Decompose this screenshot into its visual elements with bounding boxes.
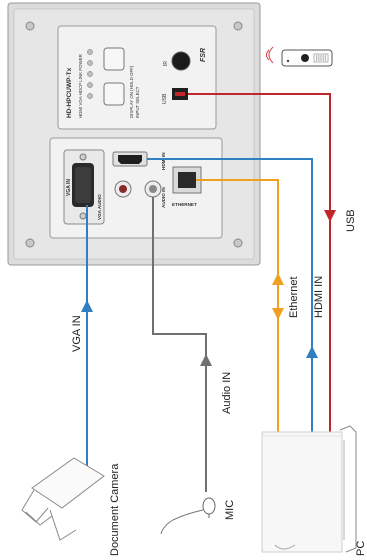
mic-label: MIC: [224, 500, 236, 520]
hdmi-in-port-label: HDMI IN: [161, 152, 166, 170]
hdmi-connector: [112, 151, 148, 167]
audio-in-port-label: AUDIO IN: [161, 187, 166, 208]
input-select-button[interactable]: [103, 82, 125, 106]
hdmi-cable: [147, 158, 313, 432]
vga-in-port-label: VGA IN: [66, 179, 72, 196]
ethernet-label: Ethernet: [288, 276, 300, 318]
audio-arrow: [200, 354, 212, 366]
top-module: HDMI VGA HDCP LINK POWER HD-HPCUWP-Tx DI…: [57, 25, 217, 130]
usb-port-label: USB: [162, 93, 168, 104]
display-button-label: DISPLAY ON (HOLD OFF): [129, 65, 134, 118]
pc-illustration: [261, 425, 357, 553]
vga-connector: [63, 149, 105, 225]
screw-bottom-left: [25, 238, 35, 248]
hdmi-in-label: HDMI IN: [313, 276, 325, 318]
usb-label: USB: [345, 209, 357, 232]
audio-in-label: Audio IN: [221, 372, 233, 414]
vga-in-label: VGA IN: [71, 315, 83, 352]
audio-cable: [152, 197, 207, 480]
model-label: HD-HPCUWP-Tx: [66, 67, 73, 118]
status-leds: [87, 49, 93, 99]
vga-arrow: [81, 300, 93, 312]
mic-illustration: [160, 480, 216, 535]
screw-top-left: [25, 21, 35, 31]
ethernet-arrow-up: [272, 273, 284, 285]
screw-bottom-right: [233, 238, 243, 248]
ethernet-arrow-down: [272, 308, 284, 320]
usb-cable: [188, 93, 331, 432]
input-select-label: INPUT SELECT: [135, 86, 140, 118]
vga-audio-port-label: VGA AUDIO: [97, 194, 102, 220]
ir-emitter: [266, 46, 333, 67]
bottom-module: VGA IN VGA AUDIO AUDIO IN HDMI IN ETHERN…: [49, 137, 223, 239]
display-button[interactable]: [103, 47, 125, 71]
screw-top-right: [233, 21, 243, 31]
hdmi-arrow: [306, 346, 318, 358]
ethernet-port-label: ETHERNET: [172, 202, 197, 207]
led-labels: HDMI VGA HDCP LINK POWER: [78, 54, 83, 118]
ir-receiver: [171, 51, 191, 71]
document-camera-illustration: [21, 457, 105, 541]
ethernet-cable: [196, 179, 279, 432]
document-camera-label: Document Camera: [109, 463, 121, 556]
brand-logo: FSR: [200, 48, 207, 62]
usb-arrow: [324, 210, 336, 222]
ir-label: IR: [163, 61, 169, 66]
pc-label: PC: [355, 541, 367, 556]
